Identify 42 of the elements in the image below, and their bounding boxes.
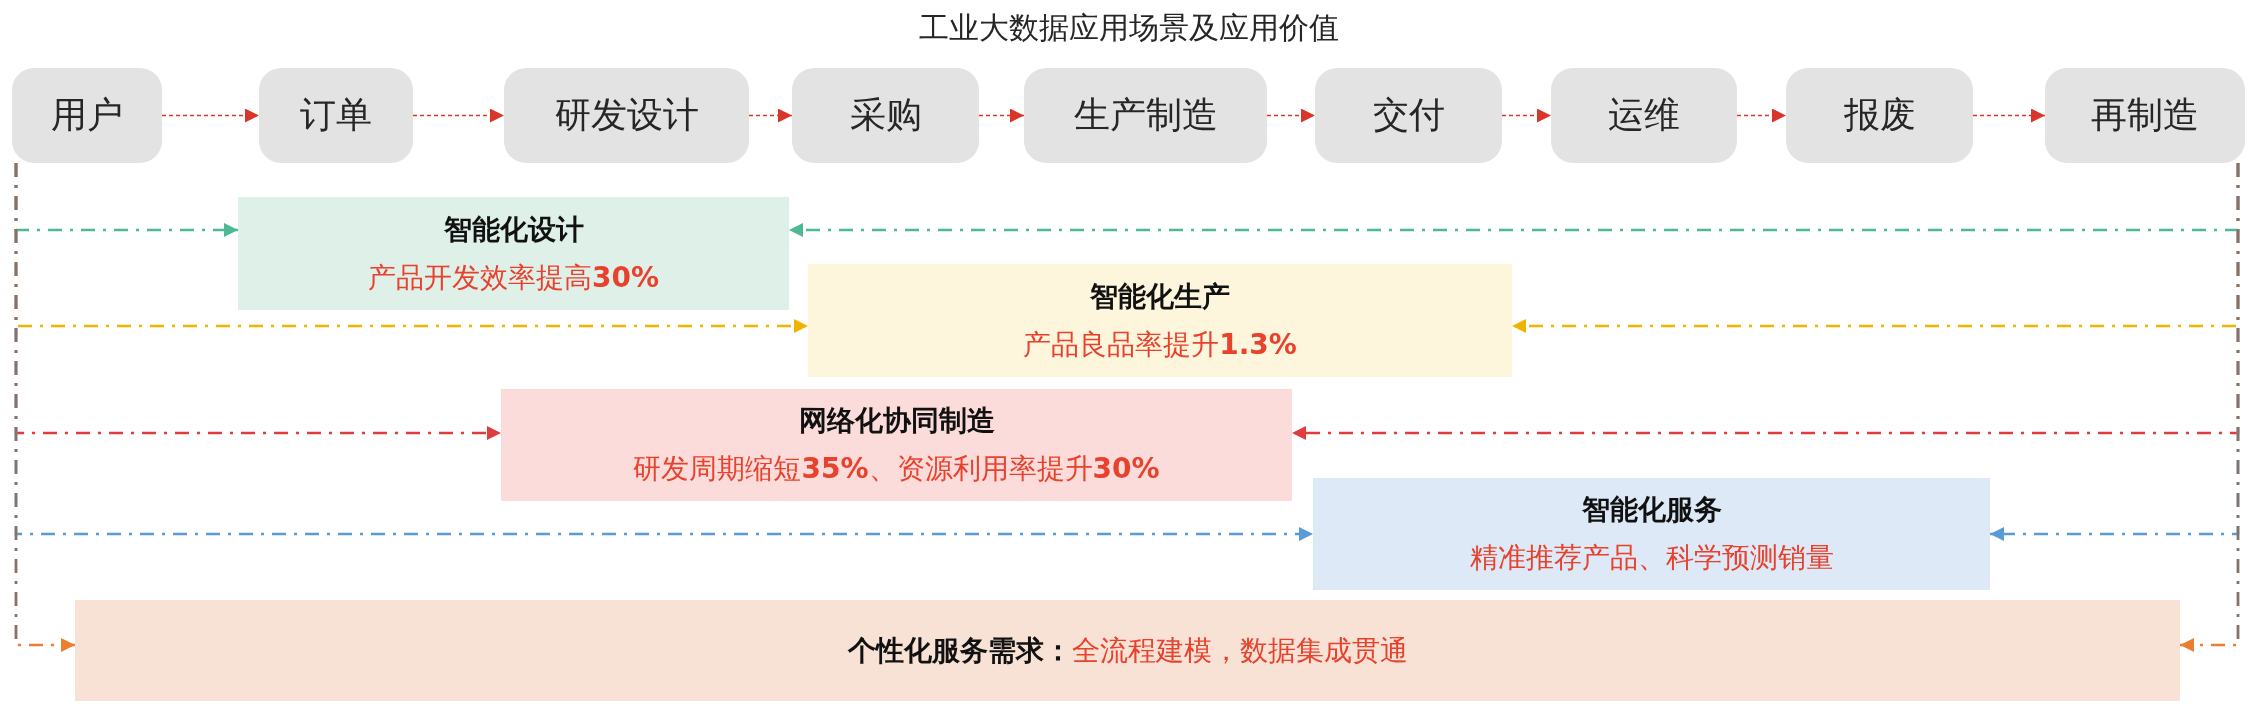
box-heading: 网络化协同制造 [798, 403, 995, 439]
value-text: 精准推荐产品、科学预测销量 [1469, 540, 1834, 576]
value-box [808, 264, 1512, 377]
process-box [1315, 68, 1502, 163]
process-box [1551, 68, 1737, 163]
arrow [748, 108, 793, 123]
arrow [161, 108, 260, 123]
process-box [2045, 68, 2245, 163]
stage-label: 用户 [51, 93, 123, 137]
process-box [1024, 68, 1267, 163]
stage-label: 采购 [849, 93, 922, 137]
box-heading: 智能化服务 [1581, 492, 1722, 528]
value-text: 全流程建模，数据集成贯通 [1071, 632, 1408, 669]
stage-label: 研发设计 [554, 93, 699, 137]
arrow [1972, 108, 2046, 123]
stage-label: 再制造 [2091, 93, 2199, 137]
arrow [1736, 108, 1787, 123]
value-box [1313, 478, 1990, 590]
arrow [978, 108, 1025, 123]
process-box [12, 68, 162, 163]
value-text: 产品良品率提升1.3% [1023, 326, 1297, 363]
arrow [1501, 108, 1552, 123]
value-text: 产品开发效率提高30% [368, 259, 659, 296]
value-box [501, 389, 1292, 501]
stage-label: 交付 [1372, 93, 1445, 137]
value-box [238, 197, 789, 310]
box-heading: 个性化服务需求： [847, 632, 1072, 669]
process-box [259, 68, 413, 163]
stage-label: 运维 [1608, 93, 1680, 137]
process-box [1786, 68, 1973, 163]
stage-label: 报废 [1843, 93, 1916, 137]
process-box [504, 68, 749, 163]
box-heading: 智能化设计 [443, 211, 584, 248]
demand-banner [75, 600, 2180, 701]
stage-label: 订单 [300, 93, 372, 137]
stage-label: 生产制造 [1073, 93, 1218, 137]
value-text: 研发周期缩短35%、资源利用率提升30% [633, 451, 1160, 487]
arrow [412, 108, 505, 123]
process-box [792, 68, 979, 163]
diagram-title: 工业大数据应用场景及应用价值 [919, 9, 1339, 47]
arrow [1266, 108, 1316, 123]
box-heading: 智能化生产 [1090, 278, 1230, 315]
